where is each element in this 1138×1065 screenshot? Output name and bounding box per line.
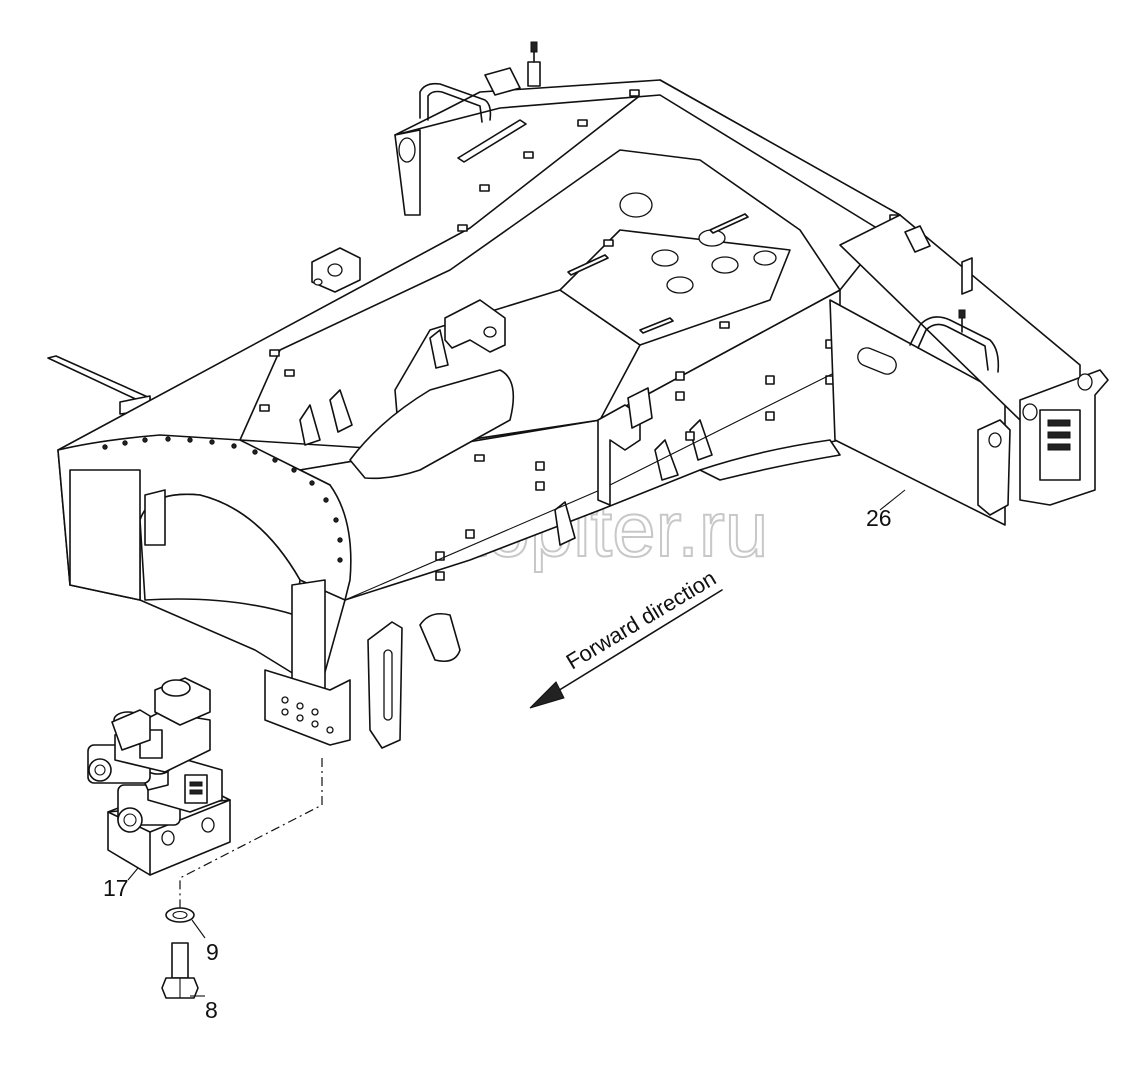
callout-8: 8 — [205, 997, 218, 1023]
left-tie-rod — [47, 355, 151, 415]
callout-26: 26 — [866, 489, 906, 531]
assembly-centerline — [179, 758, 323, 915]
callout-17-label: 17 — [103, 875, 129, 901]
forward-direction-arrow: Forward direction — [529, 565, 723, 709]
valve-block — [87, 677, 231, 876]
front-flange-housing — [57, 434, 403, 749]
callout-17: 17 — [103, 867, 139, 901]
callout-26-label: 26 — [866, 505, 892, 531]
callout-9-label: 9 — [206, 939, 219, 965]
bolt — [161, 942, 205, 999]
washer — [165, 907, 206, 939]
forward-direction-label: Forward direction — [562, 565, 721, 674]
callout-9: 9 — [206, 939, 219, 965]
callout-8-label: 8 — [205, 997, 218, 1023]
rear-side-plate — [829, 214, 1109, 526]
